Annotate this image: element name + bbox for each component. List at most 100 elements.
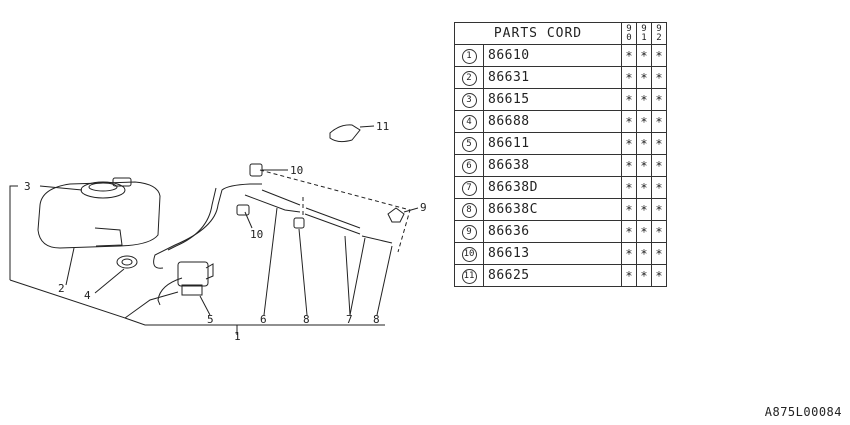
availability-mark: * [636, 220, 652, 243]
table-row: 7 86638D * * * [454, 176, 667, 199]
leader-10b [244, 211, 253, 229]
callout-4: 4 [84, 289, 91, 302]
availability-mark: * [621, 264, 637, 287]
tank-cap-top [88, 182, 118, 192]
nozzle [387, 207, 405, 223]
availability-mark: * [621, 110, 637, 133]
body-line [9, 279, 179, 319]
washer-tank [37, 181, 161, 249]
table-row: 10 86613 * * * [454, 242, 667, 265]
availability-mark: * [651, 220, 667, 243]
part-code: 86636 [483, 220, 622, 243]
connector-10-lower [236, 204, 250, 216]
row-number: 1 [461, 49, 477, 64]
callout-3: 3 [24, 180, 31, 193]
leader-3 [39, 185, 83, 191]
row-number: 9 [461, 225, 477, 240]
availability-mark: * [636, 176, 652, 199]
grommet-inner [121, 258, 133, 266]
leader-6 [263, 207, 278, 316]
tank-neck [112, 177, 132, 187]
pump-connector [205, 263, 214, 280]
row-number: 11 [461, 269, 477, 284]
availability-mark: * [651, 242, 667, 265]
callout-11: 11 [376, 120, 389, 133]
availability-mark: * [621, 132, 637, 155]
availability-mark: * [621, 88, 637, 111]
availability-mark: * [636, 44, 652, 67]
availability-mark: * [651, 176, 667, 199]
leader-2 [65, 247, 75, 286]
hose-6 [244, 194, 301, 213]
availability-mark: * [651, 264, 667, 287]
availability-mark: * [636, 154, 652, 177]
availability-mark: * [651, 66, 667, 89]
table-row: 8 86638C * * * [454, 198, 667, 221]
availability-mark: * [621, 154, 637, 177]
callout-5: 5 [207, 313, 214, 326]
row-number: 6 [461, 159, 477, 174]
leader-8b [376, 245, 393, 316]
part-code: 86638 [483, 154, 622, 177]
table-row: 11 86625 * * * [454, 264, 667, 287]
leader-11 [359, 125, 375, 128]
part-code: 86613 [483, 242, 622, 265]
reference-code: A875L00084 [764, 405, 842, 419]
grommet [116, 255, 138, 269]
part-code: 86688 [483, 110, 622, 133]
callout-8a: 8 [303, 313, 310, 326]
availability-mark: * [621, 198, 637, 221]
callout-2: 2 [58, 282, 65, 295]
callout-10b: 10 [250, 228, 263, 241]
hose-8 [361, 235, 393, 244]
leader-8a [298, 228, 308, 316]
joint-a [293, 217, 305, 229]
table-title: PARTS CORD [454, 22, 622, 45]
hose-main [153, 183, 262, 306]
availability-mark: * [651, 88, 667, 111]
leader-7 [344, 235, 366, 316]
part-code: 86625 [483, 264, 622, 287]
callout-10a: 10 [290, 164, 303, 177]
row-number: 5 [461, 137, 477, 152]
tank-cap [80, 181, 126, 199]
part-code: 86638D [483, 176, 622, 199]
availability-mark: * [621, 220, 637, 243]
clip [329, 124, 361, 143]
row-number: 3 [461, 93, 477, 108]
table-row: 6 86638 * * * [454, 154, 667, 177]
callout-6: 6 [260, 313, 267, 326]
availability-mark: * [651, 132, 667, 155]
row-number: 4 [461, 115, 477, 130]
table-row: 5 86611 * * * [454, 132, 667, 155]
availability-mark: * [651, 198, 667, 221]
callout-8b: 8 [373, 313, 380, 326]
availability-mark: * [636, 66, 652, 89]
availability-mark: * [636, 242, 652, 265]
pump-motor [181, 284, 203, 296]
hose-7 [304, 213, 361, 235]
part-code: 86631 [483, 66, 622, 89]
part-code: 86615 [483, 88, 622, 111]
hose-parallel [261, 189, 361, 229]
leader-4 [94, 268, 125, 294]
hose-main-outline [167, 187, 217, 251]
callout-7: 7 [346, 313, 353, 326]
row-number: 2 [461, 71, 477, 86]
leader-5 [199, 295, 211, 316]
availability-mark: * [636, 264, 652, 287]
parts-diagram: 1 2 3 4 5 6 8 7 8 9 10 10 11 [9, 120, 427, 343]
availability-mark: * [636, 110, 652, 133]
availability-mark: * [621, 44, 637, 67]
row-number: 8 [461, 203, 477, 218]
availability-mark: * [636, 198, 652, 221]
callout-9: 9 [420, 201, 427, 214]
leader-9 [403, 207, 419, 213]
table-row: 9 86636 * * * [454, 220, 667, 243]
callout-1: 1 [234, 330, 241, 343]
availability-mark: * [621, 66, 637, 89]
availability-mark: * [621, 176, 637, 199]
